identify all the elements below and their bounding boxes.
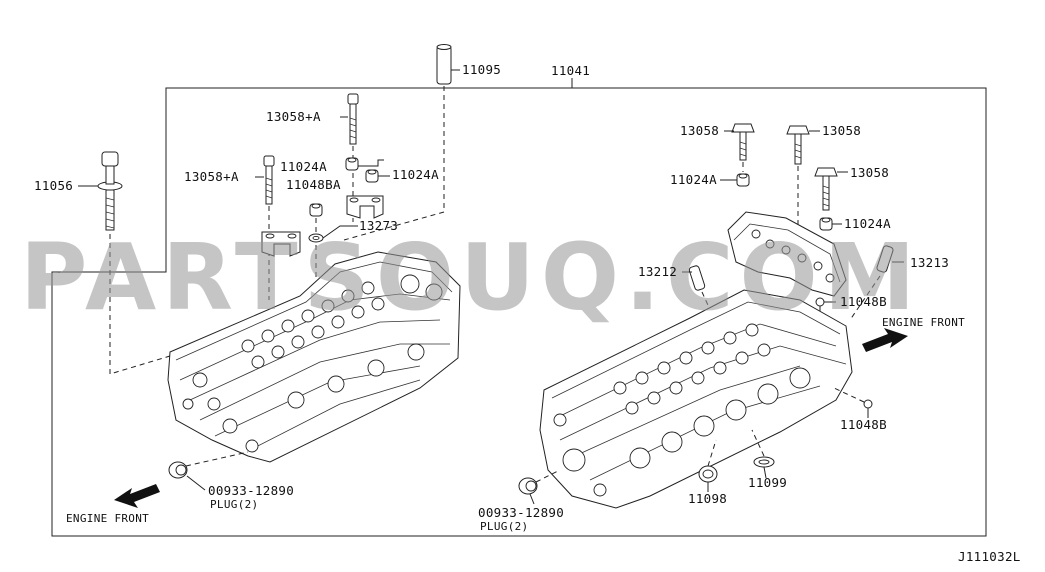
label-11095: 11095 [462,62,502,77]
washer-11024a-left-2 [365,169,379,183]
label-13273: 13273 [359,218,399,233]
seal-11098 [698,465,718,483]
label-engine-front-right: ENGINE FRONT [882,316,966,329]
bracket-upper [346,195,384,219]
bolt-13058-3 [814,167,838,211]
gasket-13273 [308,233,324,243]
label-00933-12890-right: 00933-12890 [478,505,565,520]
bolt-13058a-upper [347,93,359,145]
label-11099: 11099 [748,475,788,490]
washer-11024a-left-1 [345,157,359,171]
label-11056: 11056 [34,178,74,193]
bracket-lower [261,231,301,257]
label-13212: 13212 [638,264,678,279]
label-13058a-left: 13058+A [184,169,239,184]
engine-front-arrow-left [114,484,160,508]
label-13058-2: 13058 [822,123,862,138]
label-13058-3: 13058 [850,165,890,180]
plug-left [168,461,188,479]
gasket-11099 [753,456,775,468]
bolt-13058-1 [731,123,755,161]
label-13213: 13213 [910,255,950,270]
washer-11024a-right-2 [819,217,833,231]
tube-13212 [688,265,706,291]
label-11041: 11041 [551,63,591,78]
dowel-pin-11095 [436,44,452,85]
cylinder-head-right [539,289,853,509]
label-13058-1: 13058 [680,123,720,138]
label-plug-right: PLUG(2) [480,520,529,533]
label-11048b-lower: 11048B [840,417,887,432]
label-11098: 11098 [688,491,728,506]
label-13058a-upper: 13058+A [266,109,321,124]
label-plug-left: PLUG(2) [210,498,259,511]
label-11048b-upper: 11048B [840,294,887,309]
label-11048ba: 11048BA [286,177,341,192]
label-11024a-left-2: 11024A [392,167,439,182]
bolt-11056 [97,151,123,231]
diagram-code: J111032L [958,549,1021,564]
plug-11048b-upper [815,297,825,307]
plug-11048ba [309,203,323,217]
bolt-13058-2 [786,125,810,165]
engine-front-arrow-right [862,328,908,352]
plug-right [518,477,538,495]
label-11024a-left-1: 11024A [280,159,327,174]
label-11024a-right-1: 11024A [670,172,717,187]
camshaft-bracket-right [727,211,847,297]
washer-11024a-right-1 [736,173,750,187]
tube-13213 [876,245,894,273]
plug-11048b-lower [863,399,873,409]
cylinder-head-left [167,251,461,463]
label-00933-12890-left: 00933-12890 [208,483,295,498]
bolt-13058a-left [263,155,275,205]
label-engine-front-left: ENGINE FRONT [66,512,150,525]
label-11024a-right-2: 11024A [844,216,891,231]
assembly-frame [51,87,987,537]
